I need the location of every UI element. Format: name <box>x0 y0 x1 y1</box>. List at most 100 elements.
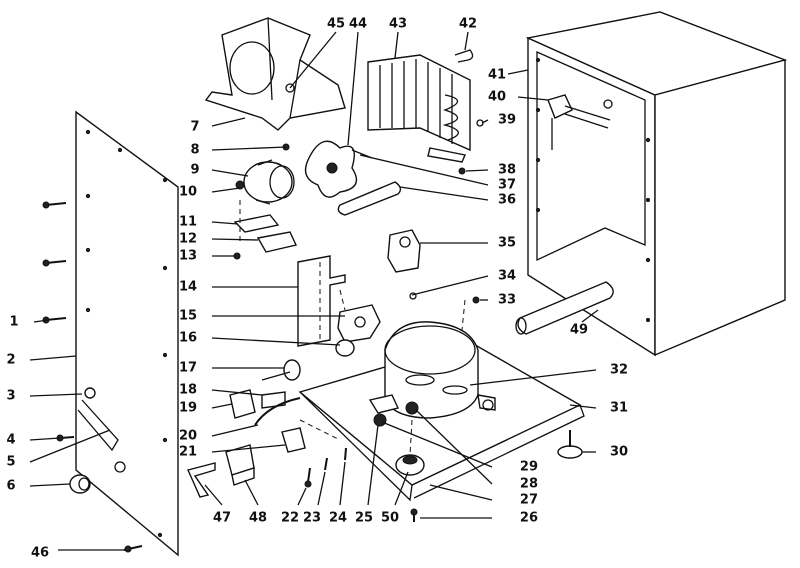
callout-1: 1 <box>9 315 18 330</box>
leader-line-44 <box>347 31 359 146</box>
leader-line-18 <box>211 389 263 396</box>
cabinet-housing <box>525 11 788 357</box>
callout-6: 6 <box>6 479 15 494</box>
callout-34: 34 <box>498 269 516 284</box>
leader-line-9 <box>211 169 249 177</box>
leader-line-45 <box>289 31 337 89</box>
leader-line-19 <box>211 403 233 409</box>
callout-45: 45 <box>327 17 345 32</box>
callout-25: 25 <box>355 511 373 526</box>
leader-line-31 <box>569 404 597 409</box>
callout-37: 37 <box>498 178 516 193</box>
callout-43: 43 <box>389 17 407 32</box>
overload-protector <box>335 304 381 357</box>
leader-line-12 <box>211 238 259 241</box>
base-screws <box>304 447 418 522</box>
callout-32: 32 <box>610 363 628 378</box>
callout-47: 47 <box>213 511 231 526</box>
callout-19: 19 <box>179 401 197 416</box>
leader-line-38 <box>465 169 489 172</box>
callout-28: 28 <box>520 477 538 492</box>
callout-17: 17 <box>179 361 197 376</box>
callout-11: 11 <box>179 215 197 230</box>
leader-line-27 <box>429 484 493 501</box>
callout-12: 12 <box>179 232 197 247</box>
assembly-guide-lines <box>239 200 466 456</box>
leader-line-48 <box>244 479 259 506</box>
callout-31: 31 <box>610 401 628 416</box>
valve-part <box>547 94 611 150</box>
callout-35: 35 <box>498 236 516 251</box>
grommet <box>69 474 91 494</box>
fan-shroud <box>204 17 346 131</box>
callout-8: 8 <box>190 143 199 158</box>
leader-line-24 <box>339 461 346 506</box>
callout-9: 9 <box>190 163 199 178</box>
callout-23: 23 <box>303 511 321 526</box>
compressor-mount <box>395 454 425 476</box>
callout-14: 14 <box>179 280 197 295</box>
condenser-coil <box>367 54 471 163</box>
leader-line-36 <box>399 186 489 201</box>
callout-15: 15 <box>179 309 197 324</box>
leader-line-25 <box>367 424 379 506</box>
relay-box <box>387 229 421 273</box>
callout-38: 38 <box>498 163 516 178</box>
fan-blade <box>304 140 358 198</box>
leader-line-11 <box>211 221 239 225</box>
leader-line-4 <box>29 437 61 441</box>
leader-line-23 <box>317 471 326 506</box>
leader-line-7 <box>211 117 246 127</box>
callout-33: 33 <box>498 293 516 308</box>
callout-3: 3 <box>6 389 15 404</box>
leader-line-8 <box>211 146 287 151</box>
callout-2: 2 <box>6 353 15 368</box>
leader-line-3 <box>29 393 83 397</box>
fan-motor <box>235 159 295 205</box>
leader-line-41 <box>507 69 529 75</box>
callout-46: 46 <box>31 546 49 561</box>
leader-line-2 <box>29 355 77 361</box>
leader-line-39 <box>481 119 489 124</box>
callout-16: 16 <box>179 331 197 346</box>
leader-line-22 <box>297 487 307 506</box>
callout-30: 30 <box>610 445 628 460</box>
callout-50: 50 <box>381 511 399 526</box>
callout-24: 24 <box>329 511 347 526</box>
leveling-foot <box>557 430 583 459</box>
leader-line-47 <box>204 484 223 506</box>
callout-42: 42 <box>459 17 477 32</box>
motor-bracket <box>233 214 297 253</box>
callout-26: 26 <box>520 511 538 526</box>
callout-39: 39 <box>498 113 516 128</box>
callout-7: 7 <box>190 120 199 135</box>
leader-line-42 <box>464 31 469 51</box>
callout-27: 27 <box>520 493 538 508</box>
callout-36: 36 <box>498 193 516 208</box>
leader-line-10 <box>211 187 241 193</box>
callout-22: 22 <box>281 511 299 526</box>
callout-18: 18 <box>179 383 197 398</box>
callout-5: 5 <box>6 455 15 470</box>
callout-20: 20 <box>179 429 197 444</box>
mounting-bracket <box>297 255 346 347</box>
leader-line-40 <box>517 96 549 101</box>
leader-line-43 <box>394 31 399 59</box>
side-panel <box>75 110 179 557</box>
leader-line-6 <box>29 483 71 487</box>
callout-29: 29 <box>520 460 538 475</box>
callout-44: 44 <box>349 17 367 32</box>
leader-line-28 <box>415 409 493 485</box>
leader-line-21 <box>211 444 286 453</box>
callout-41: 41 <box>488 68 506 83</box>
leader-line-29 <box>381 421 493 468</box>
leader-line-20 <box>211 424 259 437</box>
leader-line-1 <box>33 319 49 323</box>
leader-line-34 <box>411 275 489 296</box>
callout-40: 40 <box>488 90 506 105</box>
callout-49: 49 <box>570 323 588 338</box>
leader-line-16 <box>211 337 341 346</box>
leader-line-37 <box>359 154 489 186</box>
callout-21: 21 <box>179 445 197 460</box>
